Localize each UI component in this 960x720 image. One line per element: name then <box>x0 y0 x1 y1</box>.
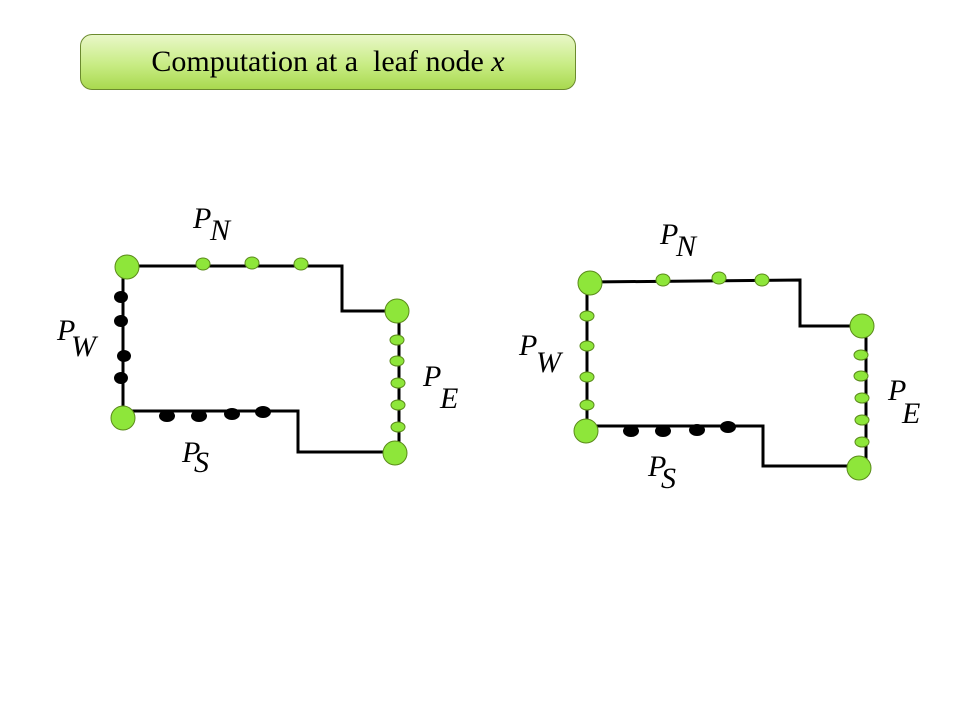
right-corner-nw <box>577 270 603 296</box>
left-corner-ne <box>384 298 410 324</box>
right-east-dot <box>853 370 869 382</box>
left-north-dot <box>195 257 211 271</box>
right-east-dot <box>853 349 869 361</box>
left-south-dot <box>224 408 240 420</box>
right-east-dot <box>854 414 870 426</box>
right-label-ps: P <box>647 450 666 483</box>
left-north-dot <box>244 256 260 270</box>
left-west-dot <box>114 315 128 327</box>
title-text: Computation at a leaf node <box>151 45 492 78</box>
left-corner-se <box>382 440 408 466</box>
left-south-dot <box>191 410 207 422</box>
right-label-pw: P <box>518 329 537 362</box>
right-corner-sw <box>573 418 599 444</box>
right-east-dot <box>854 436 870 448</box>
left-east-dot <box>390 377 406 389</box>
right-label-pe-sub: E <box>901 397 920 430</box>
right-west-dot <box>579 371 595 383</box>
right-south-dot <box>689 424 705 436</box>
left-east-dot <box>389 334 405 346</box>
right-corner-ne <box>849 313 875 339</box>
left-south-dot <box>159 410 175 422</box>
title-banner: Computation at a leaf node x <box>80 34 576 90</box>
left-corner-nw <box>114 254 140 280</box>
left-label-pn-sub: N <box>209 214 232 247</box>
right-label-pw-sub: W <box>536 346 564 379</box>
left-south-dot <box>255 406 271 418</box>
right-north-dot <box>754 273 770 287</box>
left-east-dot <box>390 421 406 433</box>
right-west-dot <box>579 399 595 411</box>
right-boundary <box>585 278 868 468</box>
left-label-pw: P <box>56 314 75 347</box>
left-east-dot <box>389 355 405 367</box>
left-boundary <box>121 264 401 454</box>
right-label-pn-sub: N <box>675 230 698 263</box>
right-west-dot <box>579 340 595 352</box>
left-label-pw-sub: W <box>71 330 99 363</box>
left-north-dot <box>293 257 309 271</box>
right-east-dot <box>854 392 870 404</box>
left-label-ps-sub: S <box>194 446 209 479</box>
diagram-right: P N P W P E P S <box>518 218 920 495</box>
right-south-dot <box>623 425 639 437</box>
left-east-dot <box>390 399 406 411</box>
right-label-pn: P <box>659 218 678 251</box>
right-corner-se <box>846 455 872 481</box>
right-west-dot <box>579 310 595 322</box>
title-variable: x <box>491 45 505 78</box>
left-label-pn: P <box>192 202 211 235</box>
right-north-dot <box>711 271 727 285</box>
left-label-pe: P <box>422 360 441 393</box>
left-west-dot <box>114 291 128 303</box>
right-label-ps-sub: S <box>661 462 676 495</box>
diagram-left: P N P W P E P S <box>56 202 458 479</box>
left-west-dot <box>114 372 128 384</box>
left-corner-sw <box>110 405 136 431</box>
right-label-pe: P <box>887 374 906 407</box>
right-south-dot <box>720 421 736 433</box>
left-label-ps: P <box>181 436 200 469</box>
right-south-dot <box>655 425 671 437</box>
left-west-dot <box>117 350 131 362</box>
left-label-pe-sub: E <box>439 382 458 415</box>
right-north-dot <box>655 273 671 287</box>
